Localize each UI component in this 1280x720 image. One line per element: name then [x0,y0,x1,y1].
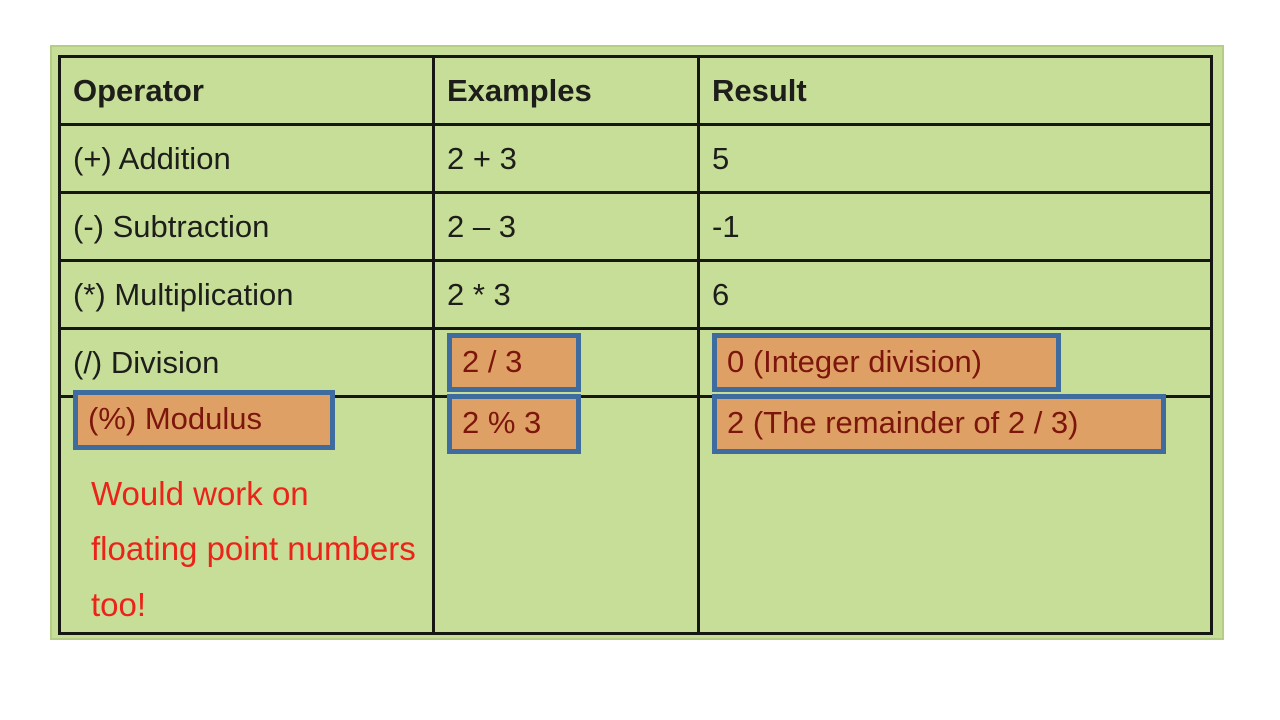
column-header-operator: Operator [58,55,435,126]
table-row-subtraction: (-) Subtraction 2 – 3 -1 [58,191,1213,262]
slide-panel: Operator Examples Result (+) Addition 2 … [50,45,1224,640]
operator-cell: (/) Division [58,327,435,398]
example-cell: 2 + 3 [432,123,700,194]
result-cell: 0 (Integer division) [697,327,1213,398]
result-cell: -1 [697,191,1213,262]
table-row-addition: (+) Addition 2 + 3 5 [58,123,1213,194]
example-cell: 2 / 3 [432,327,700,398]
operator-cell: (+) Addition [58,123,435,194]
floating-point-note: Would work on floating point numbers too… [91,474,416,623]
highlight-box-modulus-result: 2 (The remainder of 2 / 3) [712,394,1166,454]
highlight-box-modulus-operator: (%) Modulus [73,390,335,450]
column-header-result: Result [697,55,1213,126]
example-cell: 2 – 3 [432,191,700,262]
highlight-box-modulus-example: 2 % 3 [447,394,581,454]
operator-cell: (-) Subtraction [58,191,435,262]
table-row-modulus: (%) Modulus Would work on floating point… [58,390,1213,635]
column-header-examples: Examples [432,55,700,126]
result-cell: 2 (The remainder of 2 / 3) [697,394,1213,635]
table-row-division: (/) Division 2 / 3 0 (Integer division) [58,327,1213,398]
operator-cell: (%) Modulus Would work on floating point… [58,390,435,635]
example-cell: 2 % 3 [432,394,700,635]
highlight-box-division-result: 0 (Integer division) [712,332,1061,393]
table-header-row: Operator Examples Result [58,55,1213,126]
result-cell: 6 [697,259,1213,330]
operators-table: Operator Examples Result (+) Addition 2 … [58,55,1213,635]
highlight-box-division-example: 2 / 3 [447,332,581,393]
result-cell: 5 [697,123,1213,194]
table-row-multiplication: (*) Multiplication 2 * 3 6 [58,259,1213,330]
example-cell: 2 * 3 [432,259,700,330]
operator-cell: (*) Multiplication [58,259,435,330]
